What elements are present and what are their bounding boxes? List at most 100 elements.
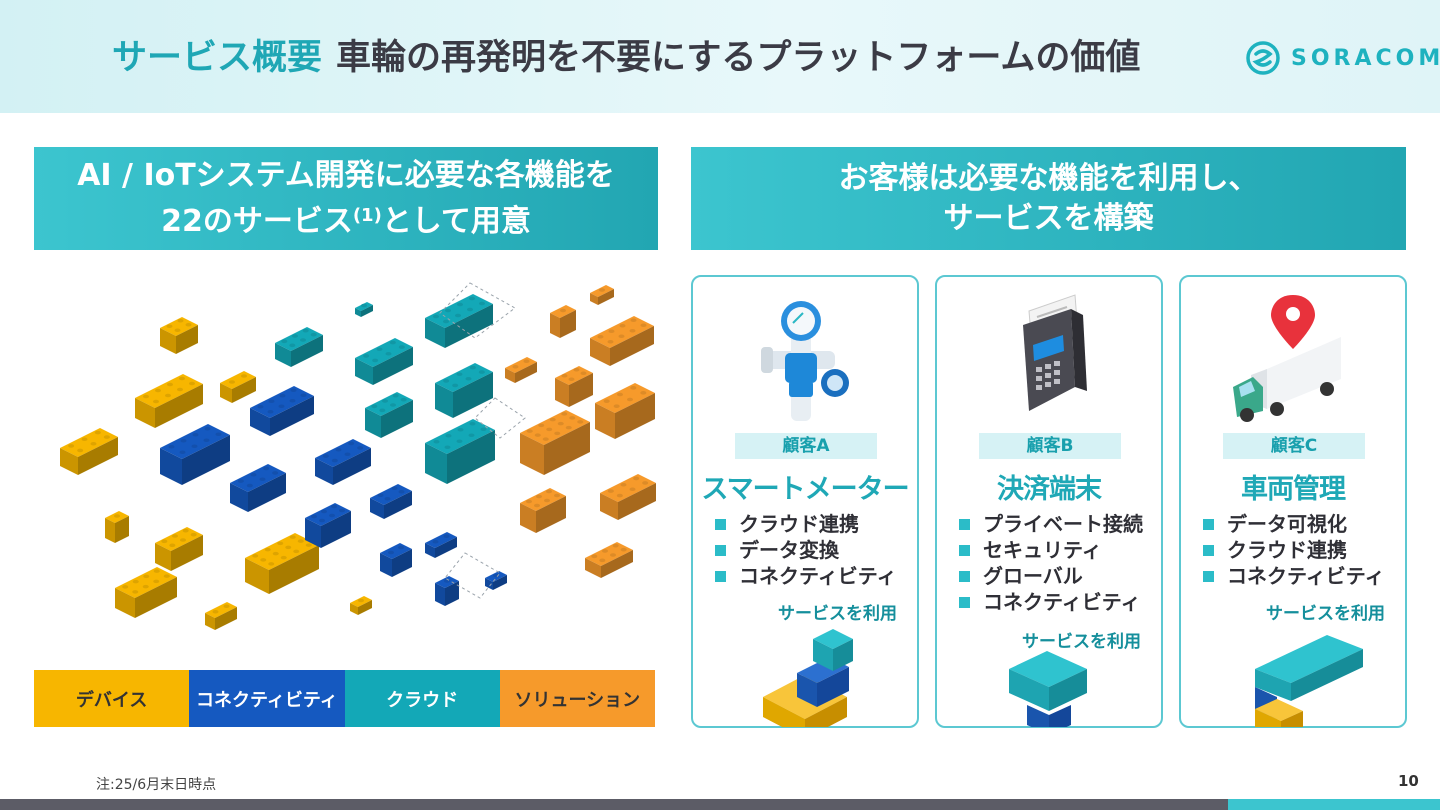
lego-brick-face	[361, 305, 373, 317]
lego-stud	[357, 446, 364, 450]
lego-brick-face	[435, 363, 493, 392]
lego-stud	[290, 388, 297, 393]
lego-brick-face	[590, 293, 598, 305]
lego-stud	[68, 444, 75, 448]
lego-stud	[538, 423, 545, 428]
lego-stud	[279, 393, 286, 398]
lego-stud	[561, 373, 568, 378]
lego-brick-face	[425, 419, 495, 454]
customer-card-b: 顧客B 決済端末 プライベート接続 セキュリティ グローバル コネクティビティ …	[935, 275, 1163, 728]
lego-brick-face	[270, 396, 314, 436]
lego-stud	[400, 397, 407, 402]
lego-brick-face	[60, 428, 118, 457]
truck-location-icon	[1233, 295, 1345, 422]
lego-brick-face	[595, 403, 615, 439]
lego-stud	[237, 479, 244, 483]
lego-brick-face	[245, 558, 269, 594]
lego-brick-face	[115, 588, 135, 618]
legend-solution: ソリューション	[499, 670, 655, 727]
feature-item: コネクティビティ	[1201, 563, 1401, 589]
lego-brick-face	[598, 289, 614, 305]
lego-brick-face	[350, 603, 358, 615]
use-service-label: サービスを利用	[778, 604, 897, 624]
lego-brick-face	[425, 443, 447, 484]
lego-brick-face	[585, 542, 633, 566]
lego-stud	[246, 483, 253, 488]
lego-stud	[267, 409, 274, 414]
lego-brick-face	[78, 437, 118, 475]
lego-stud	[167, 382, 173, 387]
lego-stud	[241, 374, 247, 378]
lego-stud	[272, 551, 279, 556]
feature-item: コネクティビティ	[713, 563, 913, 589]
lego-stud	[103, 435, 110, 439]
lego-stud	[371, 404, 378, 409]
lego-stud	[192, 432, 199, 437]
lego-stud	[277, 541, 284, 546]
lego-brick-face	[425, 543, 435, 558]
empty-slot-outline	[439, 282, 516, 339]
customer-label: 顧客B	[979, 433, 1121, 459]
title-accent: サービス概要	[112, 38, 323, 78]
lego-brick-face	[447, 430, 495, 484]
feature-list: データ可視化 クラウド連携 コネクティビティ	[1201, 511, 1401, 589]
lego-brick-face	[171, 535, 203, 571]
lego-brick-face	[520, 503, 536, 533]
lego-stud	[132, 590, 139, 594]
lego-stud	[223, 604, 230, 609]
lego-brick-face	[425, 294, 493, 328]
lego-stud	[339, 508, 345, 513]
lego-brick-face	[135, 374, 203, 408]
lego-brick-face	[520, 488, 566, 511]
lego-stud	[432, 539, 439, 544]
feature-item: データ変換	[713, 537, 913, 563]
lego-stud	[629, 328, 636, 333]
lego-brick-face	[160, 448, 182, 485]
lego-stud	[456, 439, 463, 444]
lego-brick-face	[355, 338, 413, 367]
lego-stud	[204, 426, 211, 431]
lego-stud	[467, 307, 473, 312]
lego-stud	[544, 498, 550, 503]
lego-stud	[479, 301, 485, 306]
lego-stud	[542, 437, 549, 441]
lego-brick-face	[355, 308, 361, 317]
lego-stud	[565, 425, 572, 430]
lego-stud	[512, 364, 519, 369]
lego-stud	[388, 550, 394, 555]
lego-stud	[445, 308, 451, 313]
lego-brick-face	[160, 424, 230, 459]
lego-stud	[250, 472, 257, 477]
lego-stud	[179, 376, 185, 381]
lego-stud	[182, 528, 189, 533]
lego-stud	[229, 380, 235, 384]
lego-brick-face	[560, 310, 576, 338]
lego-stud	[433, 314, 439, 319]
lego-stud	[389, 340, 396, 345]
category-legend: デバイス コネクティビティ クラウド ソリューション	[34, 670, 655, 727]
lego-stud	[602, 549, 608, 553]
lego-brick-face	[601, 550, 633, 578]
lego-brick-face	[250, 408, 270, 436]
lego-stud	[469, 365, 476, 370]
left-banner-line1: AI / IoTシステム開発に必要な各機能を	[77, 157, 615, 193]
lego-stud	[180, 438, 187, 443]
lego-stud	[379, 408, 386, 413]
lego-stud	[180, 538, 186, 542]
lego-stud	[444, 579, 450, 583]
feature-item: クラウド連携	[1201, 537, 1401, 563]
lego-stud	[599, 288, 605, 292]
lego-stud	[569, 416, 576, 420]
feature-list: クラウド連携 データ変換 コネクティビティ	[713, 511, 913, 589]
lego-stud	[385, 351, 392, 356]
lego-brick-face	[155, 527, 203, 551]
legend-device: デバイス	[34, 670, 190, 727]
lego-stud	[599, 558, 606, 563]
lego-stud	[577, 420, 584, 424]
lego-stud	[607, 339, 614, 344]
lego-brick-face	[595, 383, 655, 413]
lego-stud	[153, 569, 160, 573]
usecase-title: 決済端末	[997, 474, 1102, 505]
lego-stud	[331, 504, 337, 509]
lego-stud	[560, 308, 566, 313]
